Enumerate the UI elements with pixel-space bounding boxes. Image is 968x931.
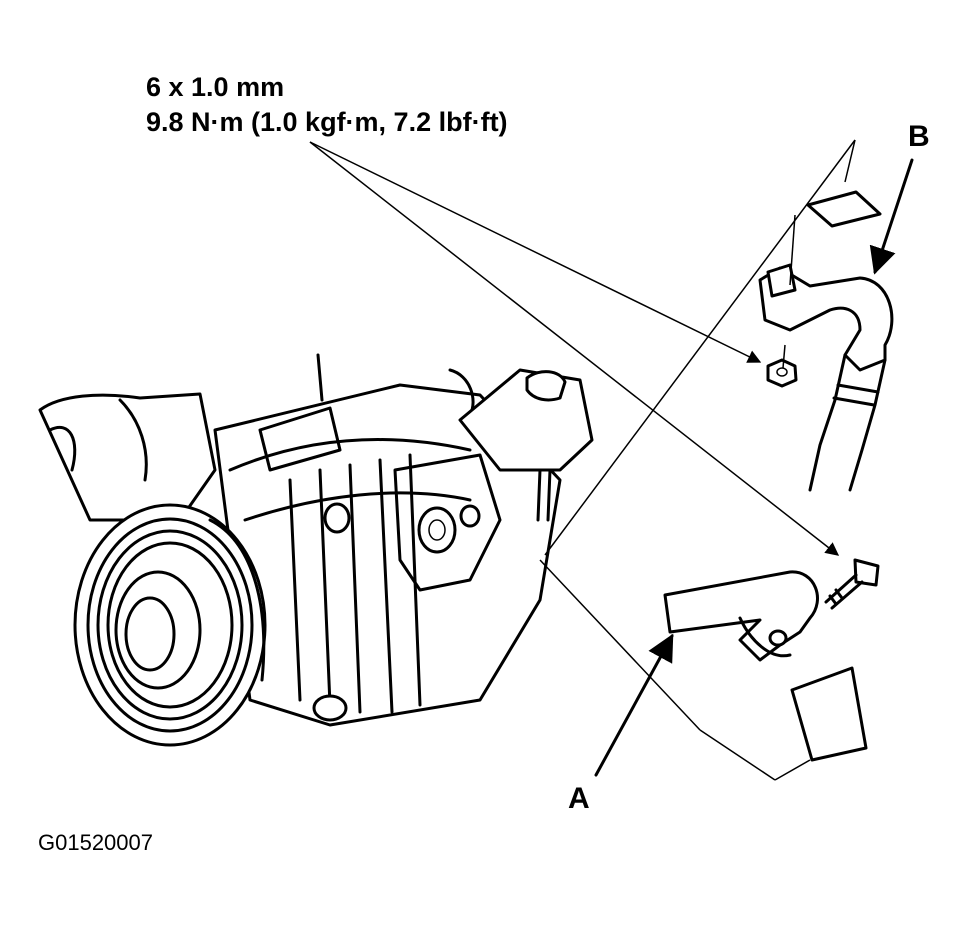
spec-leaders — [309, 141, 840, 556]
suction-hose — [758, 263, 894, 492]
discharge-hose — [663, 570, 819, 662]
torque-value-label: 9.8 N·m (1.0 kgf·m, 7.2 lbf·ft) — [146, 107, 508, 137]
assembly-lines — [539, 139, 856, 781]
flange-bolt — [824, 558, 880, 610]
o-ring-plates — [790, 190, 882, 762]
callout-a: A — [568, 782, 590, 815]
flange-nut — [766, 358, 798, 388]
figure-id: G01520007 — [38, 830, 153, 855]
callout-leaders — [594, 158, 914, 777]
compressor — [38, 353, 594, 747]
callout-b: B — [908, 120, 930, 153]
bolt-size-label: 6 x 1.0 mm — [146, 72, 285, 102]
torque-spec: 6 x 1.0 mm 9.8 N·m (1.0 kgf·m, 7.2 lbf·f… — [146, 70, 508, 140]
